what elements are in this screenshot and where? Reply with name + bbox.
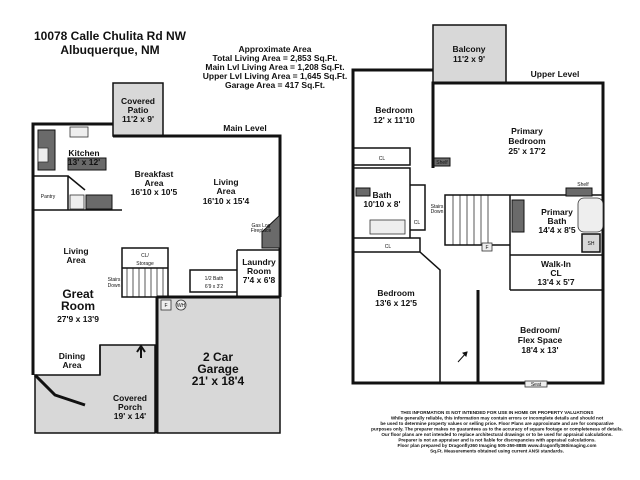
balcony-dims: 11'2 x 9' [453,54,485,64]
area-upper: Upper Lvl Living Area = 1,645 Sq.Ft. [203,71,347,81]
upper-level-label: Upper Level [531,69,580,79]
vanity [511,199,525,233]
dining-name: Dining [59,351,85,361]
storage-name: CL/ [141,253,149,259]
upper-stairs-label: Stairs [431,204,444,210]
area-total: Total Living Area = 2,853 Sq.Ft. [213,53,338,63]
kitchen-dims: 13' x 12' [68,157,100,167]
shelf1-label: Shelf [436,160,448,166]
north-arrow-icon [457,351,468,363]
bedroom2-dims: 13'6 x 12'5 [375,298,417,308]
area-main: Main Lvl Living Area = 1,208 Sq.Ft. [205,62,344,72]
bath-name: Bath [373,190,392,200]
porch-dims: 19' x 14' [114,411,146,421]
storage-name-2: Storage [136,261,154,267]
furnace-label: F [164,303,167,309]
primary-bath-name: Primary [541,207,573,217]
flex-dims: 18'4 x 13' [521,345,558,355]
address-line2: Albuquerque, NM [60,43,159,57]
breakfast-dims: 16'10 x 10'5 [131,187,178,197]
great-room-dims: 27'9 x 13'9 [57,314,99,324]
bath-dims: 10'10 x 8' [363,199,400,209]
half-bath-name: 1/2 Bath [205,276,224,282]
breakfast-name-2: Area [145,178,164,188]
disclaimer-line: While generally reliable, this informati… [391,416,604,421]
main-level-label: Main Level [223,123,266,133]
living-right-name-2: Area [217,186,236,196]
fireplace-label: Gas Log [252,223,271,229]
stairs-label-2: Down [108,283,121,289]
disclaimer-line: Preparer is not an appraiser and is not … [398,438,595,443]
shower-label: SH [588,241,595,247]
disclaimer-line: Floor plan prepared by Dragonfly360 Imag… [398,443,597,448]
great-room-name: Great [62,287,93,301]
patio-dims: 11'2 x 9' [122,114,154,124]
address-line1: 10078 Calle Chulita Rd NW [34,29,187,43]
primary-bedroom-name-2: Bedroom [508,136,546,146]
half-bath-dims: 6'9 x 3'2 [205,284,224,290]
pantry-name: Pantry [41,194,56,200]
living-left-name-2: Area [67,255,86,265]
walkin-dims: 13'4 x 5'7 [537,277,574,287]
disclaimer-line: be used to determine property values or … [380,421,614,426]
shelf2-label: Shelf [577,182,589,188]
bedroom1-dims: 12' x 11'10 [373,115,415,125]
garage-dims: 21' x 18'4 [192,374,245,388]
disclaimer-line: Our floor plans are not intended to repl… [381,432,612,437]
living-right-name: Living [213,177,238,187]
tub [577,197,604,233]
primary-bedroom-name: Primary [511,126,543,136]
breakfast-name: Breakfast [135,169,174,179]
flex-name: Bedroom/ [520,325,560,335]
upper-stairs-label-2: Down [431,209,444,215]
laundry-name-2: Room [247,266,272,276]
seat-label: Seat [531,382,542,388]
flex-name-2: Flex Space [518,335,563,345]
main-level: Main Level Covered Patio 11'2 x 9' Kitch… [31,82,282,434]
balcony-name: Balcony [452,44,485,54]
patio-name: Covered [121,96,155,106]
great-room-name-2: Room [61,299,95,313]
primary-bath-dims: 14'4 x 8'5 [538,225,575,235]
water-heater-label: WH [177,303,186,309]
laundry-name: Laundry [242,257,276,267]
kitchen-name: Kitchen [68,148,99,158]
closet3-label: CL [385,244,392,250]
porch-name: Covered [113,393,147,403]
closet2-label: CL [414,220,421,226]
primary-bath-name-2: Bath [548,216,567,226]
kitchen-island [67,157,107,171]
shower [581,233,601,253]
living-left-name: Living [63,246,88,256]
area-summary: Approximate Area Total Living Area = 2,8… [203,44,347,90]
disclaimer: THIS INFORMATION IS NOT INTENDED FOR USE… [371,410,623,454]
area-garage: Garage Area = 417 Sq.Ft. [225,80,325,90]
walkin-name: Walk-In [541,259,571,269]
upper-furnace-label: F [485,245,488,251]
bedroom1-name: Bedroom [375,105,413,115]
dining-name-2: Area [63,360,82,370]
closet1-label: CL [379,156,386,162]
fireplace [261,213,281,249]
living-right-dims: 16'10 x 15'4 [203,196,250,206]
porch-name-2: Porch [118,402,142,412]
stairs-label: Stairs [108,277,121,283]
kitchen-counter-2 [85,194,113,210]
garage-name: 2 Car [203,350,233,364]
primary-bedroom-dims: 25' x 17'2 [508,146,545,156]
walkin-name-2: CL [550,268,561,278]
area-title: Approximate Area [239,44,312,54]
laundry-dims: 7'4 x 6'8 [243,275,276,285]
fireplace-label-2: Fireplace [251,228,272,234]
upper-level: Upper Level Balcony 11'2 x 9' Bedroom 12… [351,24,605,388]
patio-name-2: Patio [128,105,149,115]
disclaimer-line: Sq.Ft. Measurements obtained using curre… [430,449,564,454]
disclaimer-line: purposes only. The preparer makes no gua… [371,427,623,432]
entry-arrow-icon [136,344,146,358]
bedroom2-name: Bedroom [377,288,415,298]
disclaimer-line: THIS INFORMATION IS NOT INTENDED FOR USE… [401,410,594,415]
garage-name-2: Garage [197,362,239,376]
